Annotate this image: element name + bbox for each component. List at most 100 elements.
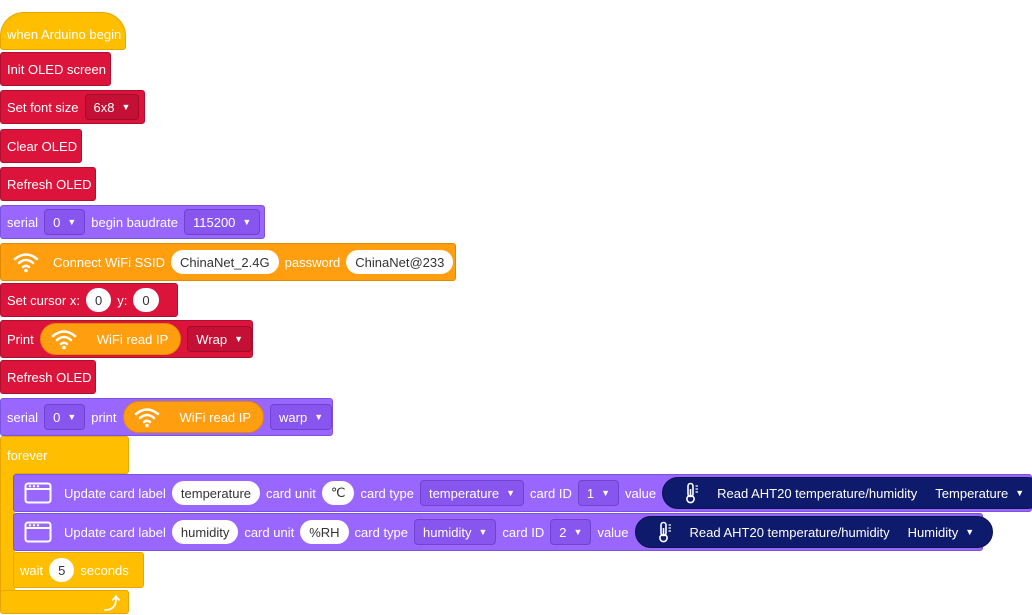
card-id-dropdown[interactable]: 1▼ bbox=[577, 480, 620, 506]
wait-block[interactable]: wait 5 seconds bbox=[13, 552, 144, 588]
init-oled-label: Init OLED screen bbox=[7, 61, 106, 77]
password-input[interactable]: ChinaNet@233 bbox=[346, 250, 454, 274]
set-font-size-block[interactable]: Set font size 6x8 ▼ bbox=[0, 90, 145, 124]
refresh-oled-label: Refresh OLED bbox=[7, 369, 92, 385]
card-type-dropdown[interactable]: humidity ▼ bbox=[414, 519, 497, 545]
wifi-icon bbox=[134, 406, 160, 428]
baudrate-value: 115200 bbox=[192, 214, 236, 230]
aht20-reading-dropdown[interactable]: Humidity ▼ bbox=[900, 519, 983, 545]
chevron-down-icon: ▼ bbox=[573, 527, 583, 537]
card-unit-input[interactable]: ℃ bbox=[321, 481, 355, 505]
print-block[interactable]: Print WiFi read IP Wrap ▼ bbox=[0, 320, 253, 358]
thermometer-icon bbox=[656, 521, 674, 543]
aht20-reporter[interactable]: Read AHT20 temperature/humidity Temperat… bbox=[662, 477, 1032, 509]
print-mode-dropdown[interactable]: Wrap ▼ bbox=[187, 326, 252, 352]
aht20-reading-value: Temperature bbox=[935, 485, 1009, 501]
wait-seconds-input[interactable]: 5 bbox=[49, 558, 75, 582]
chevron-down-icon: ▼ bbox=[965, 527, 975, 537]
wifi-read-ip-reporter[interactable]: WiFi read IP bbox=[122, 401, 265, 433]
card-type-value: temperature bbox=[428, 485, 500, 501]
aht20-label: Read AHT20 temperature/humidity bbox=[717, 485, 918, 501]
font-size-value: 6x8 bbox=[93, 99, 115, 115]
aht20-reporter[interactable]: Read AHT20 temperature/humidity Humidity… bbox=[634, 516, 994, 548]
serial-print-mode-dropdown[interactable]: warp ▼ bbox=[270, 404, 333, 430]
card-type-dropdown[interactable]: temperature▼ bbox=[419, 480, 524, 506]
forever-label: forever bbox=[7, 447, 48, 463]
clear-oled-block[interactable]: Clear OLED bbox=[0, 129, 82, 163]
font-size-label: Set font size bbox=[7, 99, 79, 115]
serial-print-block[interactable]: serial 0▼ print WiFi read IP warp▼ bbox=[0, 398, 333, 436]
clear-oled-label: Clear OLED bbox=[7, 138, 78, 154]
serial-port-value: 0 bbox=[53, 214, 61, 230]
card-type-value: humidity bbox=[423, 524, 472, 540]
serial-label: serial bbox=[7, 409, 39, 425]
forever-c-arm bbox=[0, 470, 15, 592]
serial-begin-block[interactable]: serial 0▼ begin baudrate 115200▼ bbox=[0, 205, 265, 239]
update-card-block-2[interactable]: Update card label humidity card unit %RH… bbox=[13, 513, 994, 551]
serial-port-value: 0 bbox=[53, 409, 61, 425]
chevron-down-icon: ▼ bbox=[67, 217, 77, 227]
forever-block[interactable]: forever bbox=[0, 436, 129, 474]
value-label: value bbox=[625, 485, 657, 501]
forever-footer: ⤴ bbox=[0, 590, 129, 614]
chevron-down-icon: ▼ bbox=[601, 488, 611, 498]
chevron-down-icon: ▼ bbox=[67, 412, 77, 422]
hat-block-when-arduino-begin[interactable]: when Arduino begin bbox=[0, 12, 126, 50]
init-oled-block[interactable]: Init OLED screen bbox=[0, 52, 111, 86]
connect-wifi-label: Connect WiFi SSID bbox=[53, 254, 165, 270]
wait-label: wait bbox=[20, 562, 44, 578]
value-label: value bbox=[597, 524, 629, 540]
print-label: print bbox=[91, 409, 117, 425]
card-unit-label: card unit bbox=[266, 485, 316, 501]
cursor-y-input[interactable]: 0 bbox=[133, 288, 159, 312]
set-cursor-x-label: Set cursor x: bbox=[7, 292, 80, 308]
update-card-label: Update card label bbox=[64, 485, 166, 501]
card-name-input[interactable]: temperature bbox=[171, 481, 260, 505]
chevron-down-icon: ▼ bbox=[478, 527, 488, 537]
serial-port-dropdown[interactable]: 0▼ bbox=[44, 404, 86, 430]
seconds-label: seconds bbox=[80, 562, 129, 578]
serial-print-mode-value: warp bbox=[279, 409, 308, 425]
aht20-reading-value: Humidity bbox=[907, 524, 959, 540]
card-unit-label: card unit bbox=[244, 524, 295, 540]
begin-baudrate-label: begin baudrate bbox=[91, 214, 178, 230]
print-label: Print bbox=[7, 331, 34, 347]
card-id-label: card ID bbox=[529, 485, 572, 501]
wifi-icon bbox=[51, 328, 77, 350]
aht20-reading-dropdown[interactable]: Temperature ▼ bbox=[927, 480, 1032, 506]
serial-label: serial bbox=[7, 214, 39, 230]
serial-port-dropdown[interactable]: 0▼ bbox=[44, 209, 86, 235]
chevron-down-icon: ▼ bbox=[234, 334, 243, 344]
cursor-x-input[interactable]: 0 bbox=[85, 288, 112, 312]
wifi-read-ip-reporter[interactable]: WiFi read IP bbox=[39, 323, 182, 355]
card-id-label: card ID bbox=[502, 524, 545, 540]
window-icon bbox=[24, 521, 52, 543]
chevron-down-icon: ▼ bbox=[314, 412, 324, 422]
card-id-value: 1 bbox=[586, 485, 595, 501]
refresh-oled-block-2[interactable]: Refresh OLED bbox=[0, 360, 96, 394]
card-unit-input[interactable]: %RH bbox=[300, 520, 349, 544]
hat-label: when Arduino begin bbox=[7, 26, 122, 42]
card-type-label: card type bbox=[360, 485, 414, 501]
update-card-label: Update card label bbox=[64, 524, 166, 540]
wifi-read-ip-label: WiFi read IP bbox=[179, 409, 252, 425]
font-size-dropdown[interactable]: 6x8 ▼ bbox=[84, 94, 140, 120]
ssid-input[interactable]: ChinaNet_2.4G bbox=[170, 250, 279, 274]
wifi-connect-block[interactable]: Connect WiFi SSID ChinaNet_2.4G password… bbox=[0, 243, 456, 281]
loop-arrow-icon: ⤴ bbox=[103, 596, 120, 613]
thermometer-icon bbox=[683, 482, 701, 504]
refresh-oled-block[interactable]: Refresh OLED bbox=[0, 167, 96, 201]
baudrate-dropdown[interactable]: 115200 ▼ bbox=[183, 209, 261, 235]
password-label: password bbox=[284, 254, 341, 270]
card-id-dropdown[interactable]: 2▼ bbox=[550, 519, 592, 545]
chevron-down-icon: ▼ bbox=[242, 217, 252, 227]
card-type-label: card type bbox=[354, 524, 409, 540]
set-cursor-block[interactable]: Set cursor x: 0 y: 0 bbox=[0, 283, 178, 317]
wifi-read-ip-label: WiFi read IP bbox=[96, 331, 169, 347]
chevron-down-icon: ▼ bbox=[1015, 488, 1025, 498]
card-name-input[interactable]: humidity bbox=[171, 520, 239, 544]
chevron-down-icon: ▼ bbox=[121, 102, 131, 112]
cursor-y-label: y: bbox=[117, 292, 128, 308]
print-mode-value: Wrap bbox=[196, 331, 228, 347]
update-card-block-1[interactable]: Update card label temperature card unit … bbox=[13, 474, 1032, 512]
